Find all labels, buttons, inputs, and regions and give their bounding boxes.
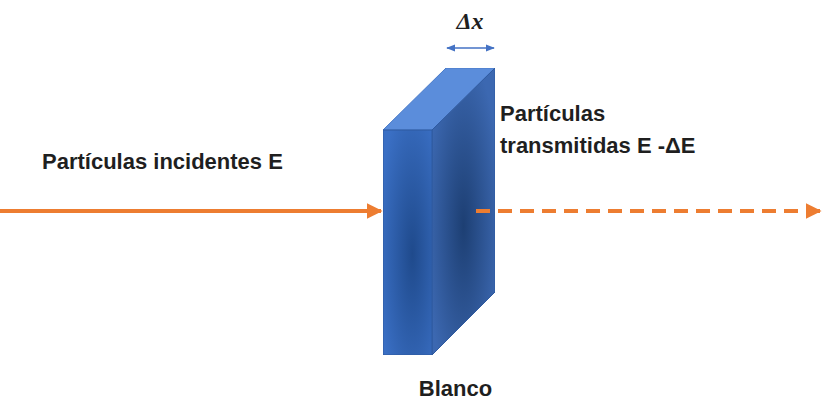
label-holder: Partículas incidentes E xyxy=(42,146,342,178)
incident-label: Partículas incidentes E xyxy=(42,146,342,178)
transmitted-arrow xyxy=(476,209,820,213)
dimension-label: Δx xyxy=(430,4,510,39)
incident-arrow xyxy=(0,209,381,213)
label-holder: Δx xyxy=(430,4,510,39)
thickness-arrow xyxy=(447,47,494,49)
slab-front xyxy=(383,130,432,355)
label-holder: Partículas transmitidas E -ΔE xyxy=(500,98,735,162)
target-label: Blanco xyxy=(383,373,528,405)
transmitted-label: Partículas transmitidas E -ΔE xyxy=(500,98,735,162)
